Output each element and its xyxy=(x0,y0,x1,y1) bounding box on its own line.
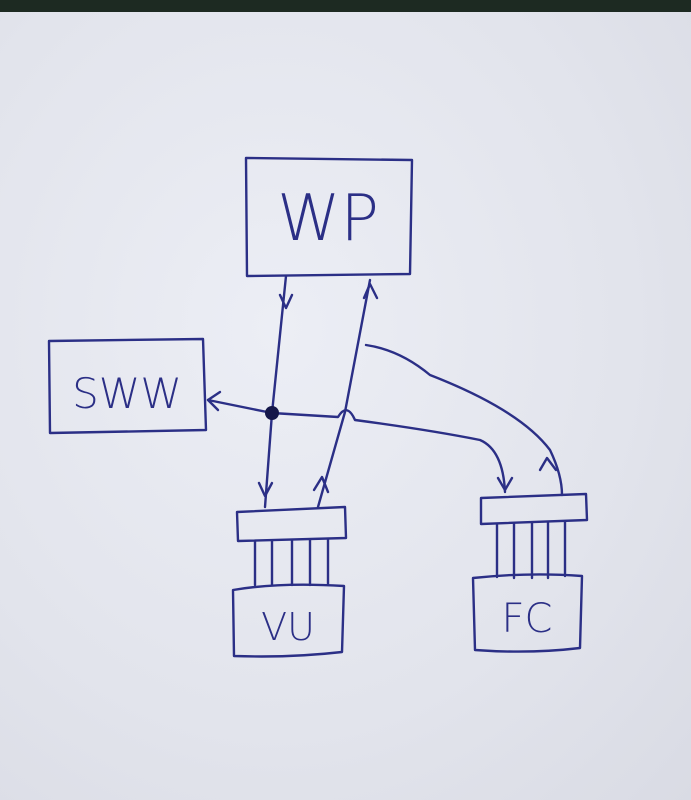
fc-connector-pins xyxy=(495,520,567,580)
arrow-down-icon xyxy=(278,293,294,310)
fc-connector-bar xyxy=(479,492,589,526)
arrow-down-icon xyxy=(496,476,514,492)
node-fc: FC xyxy=(471,492,589,653)
top-screen-edge xyxy=(0,0,691,12)
node-sww: SWW xyxy=(47,337,208,435)
edge-junction-to-sww xyxy=(206,398,274,415)
edge-junction-to-fc xyxy=(270,409,507,494)
arrow-left-icon xyxy=(206,390,222,412)
arrow-down-icon xyxy=(257,481,274,498)
edge-vu-to-wp xyxy=(316,278,372,509)
edges xyxy=(206,274,564,509)
node-vu: VU xyxy=(231,505,348,658)
node-sww-label: SWW xyxy=(72,369,182,418)
edge-fc-to-wp xyxy=(364,343,564,497)
node-wp-label: WP xyxy=(277,182,379,256)
arrow-up-icon xyxy=(538,456,558,472)
vu-connector-pins xyxy=(253,537,330,587)
node-vu-label: VU xyxy=(261,605,315,649)
arrow-up-icon xyxy=(362,282,379,300)
arrow-up-icon xyxy=(312,475,330,494)
node-wp: WP xyxy=(244,156,414,278)
edge-wp-to-vu xyxy=(263,274,288,509)
vu-connector-bar xyxy=(235,505,348,543)
node-fc-label: FC xyxy=(502,596,553,642)
junction-dot xyxy=(265,406,279,420)
